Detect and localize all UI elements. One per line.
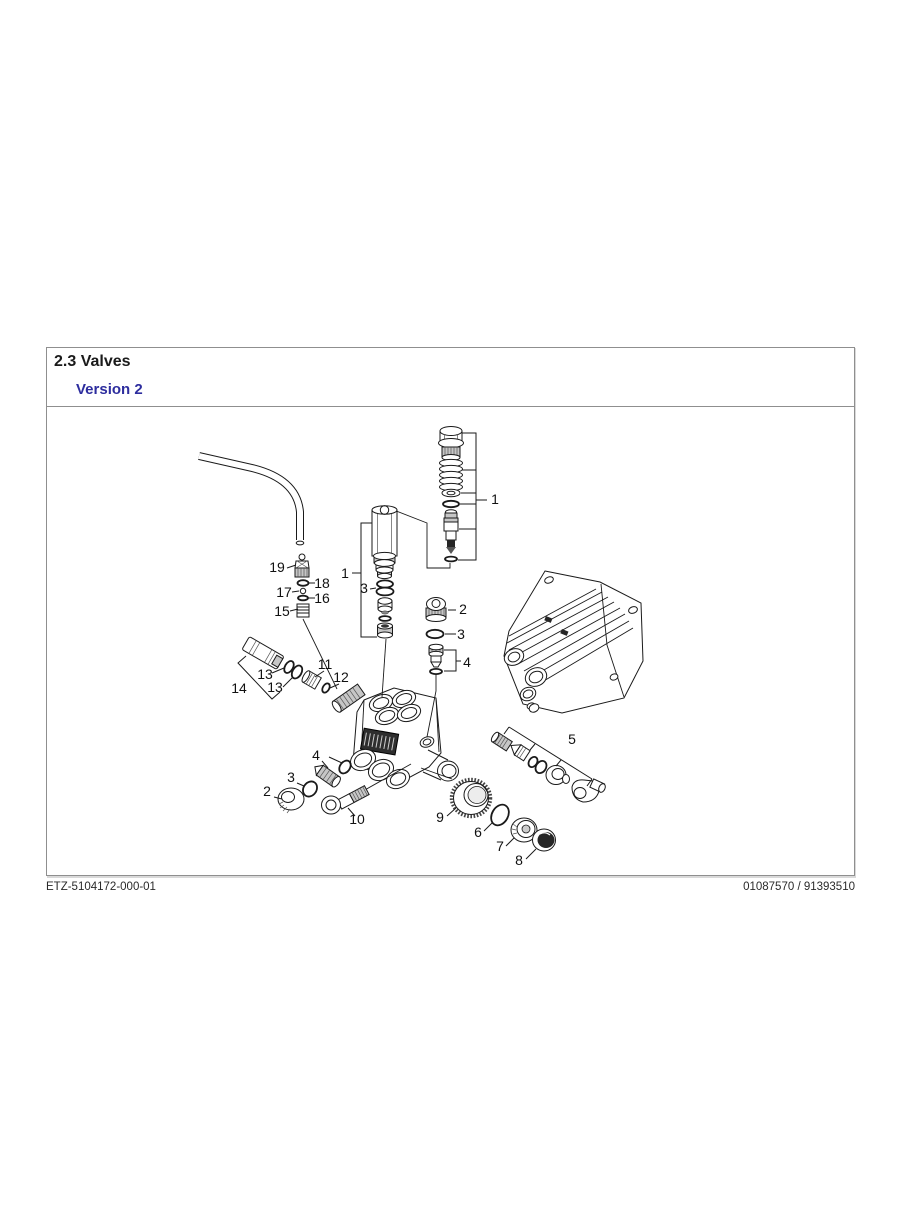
part-19-nozzle [294,553,310,578]
part-callout-3: 3 [360,580,368,596]
part-callout-8: 8 [515,852,523,868]
part-1-valve-assembly-mid [352,505,398,639]
part-callout-9: 9 [436,809,444,825]
part-14-piston-assembly [237,636,284,700]
part-callout-1: 1 [341,565,349,581]
part-callout-15: 15 [274,603,290,619]
part-callout-13: 13 [257,666,273,682]
part-3-oring-top [425,628,456,640]
brand-plate [359,727,400,756]
part-callout-6: 6 [474,824,482,840]
part-callout-4: 4 [463,654,471,670]
document-number: ETZ-5104172-000-01 [46,881,156,893]
part-4-valve-top [428,643,461,676]
part-callout-17: 17 [276,584,292,600]
part-11-insert [301,670,322,690]
part-callout-14: 14 [231,680,247,696]
part-callout-5: 5 [568,731,576,747]
leaders-15-19 [286,564,315,612]
part-1-valve-assembly-top [438,426,487,563]
part-13-oring-a [283,660,295,674]
valve-manifold-block [331,683,459,790]
part-callout-19: 19 [269,559,285,575]
part-18-oring [296,579,310,587]
part-5-assembly [490,726,606,803]
part-12-oring [321,682,331,694]
leader-4-top [426,675,437,738]
part-2-plug-top [425,597,456,622]
part-callout-3: 3 [287,769,295,785]
leader-valve-mid [381,638,387,698]
part-callout-3: 3 [457,626,465,642]
part-8-cap [525,828,556,860]
part-callout-13: 13 [267,679,283,695]
part-9-knurled-cap [420,767,493,819]
part-callout-11: 11 [318,656,333,672]
part-callout-12: 12 [333,669,349,685]
version-label: Version 2 [76,381,143,398]
section-header: 2.3 Valves Version 2 [46,347,855,407]
part-callout-2: 2 [263,783,271,799]
pump-housing [503,570,644,714]
inlet-stub [331,683,366,713]
part-callout-2: 2 [459,601,467,617]
part-4-valve-bottom [314,756,352,788]
part-3-oring-bottom [296,780,318,798]
order-numbers: 01087570 / 91393510 [743,881,855,893]
leader-15 [302,618,338,690]
part-6-oring [483,803,510,832]
part-2-plug-bottom [273,787,305,814]
part-13-oring-b [290,664,304,680]
part-callout-16: 16 [314,590,330,606]
part-10-bolt [321,763,412,817]
leaders-11-14 [271,667,340,689]
part-callout-10: 10 [349,811,365,827]
part-callout-7: 7 [496,838,504,854]
section-title: 2.3 Valves [54,353,131,370]
hose [198,452,305,546]
leader-1-link [385,506,451,569]
part-callout-18: 18 [314,575,330,591]
part-7-valve-disc [505,817,538,847]
part-callout-1: 1 [491,491,499,507]
part-16-oring [297,594,309,602]
part-15-spring [296,603,310,618]
part-17-ring [299,587,307,595]
part-callout-4: 4 [312,747,320,763]
